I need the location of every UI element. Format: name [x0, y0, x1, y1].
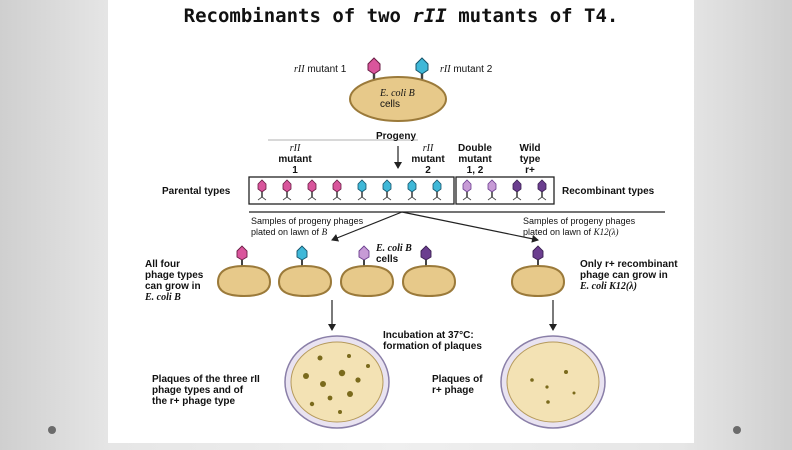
mutant1-label: rII mutant 1	[294, 64, 347, 75]
row-phage-icon	[257, 179, 547, 201]
parental-types-label: Parental types	[162, 186, 231, 197]
left-sample-arrow	[331, 211, 403, 242]
top-ecoli-cell	[349, 76, 447, 122]
recombinant-box	[455, 176, 555, 205]
mutant2-label: rII mutant 2	[440, 64, 493, 75]
right-bullet-dot	[733, 426, 741, 434]
lawn-cell	[216, 264, 566, 298]
progeny-label: Progeny	[376, 131, 417, 142]
incubation-label: Incubation at 37°C:formation of plaques	[383, 330, 482, 352]
right-sample-arrow	[401, 211, 539, 243]
parental-box	[248, 176, 455, 205]
plaque-dots	[303, 354, 370, 414]
recombinant-plaque-dots	[530, 370, 576, 404]
cell-phage-icon	[236, 245, 544, 266]
right-petri-dish	[500, 335, 606, 429]
slide-title: Recombinants of two rII mutants of T4.	[183, 5, 619, 27]
left-petri-dish	[284, 335, 390, 429]
left-bullet-dot	[48, 426, 56, 434]
recombinant-types-label: Recombinant types	[562, 186, 655, 197]
